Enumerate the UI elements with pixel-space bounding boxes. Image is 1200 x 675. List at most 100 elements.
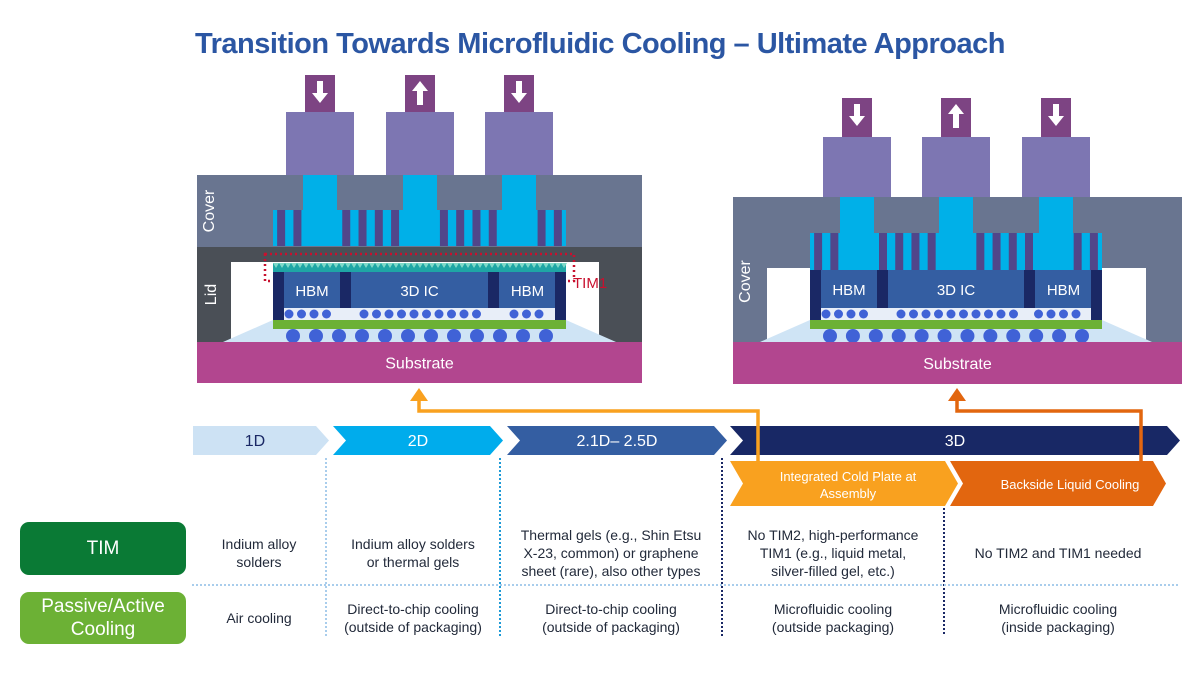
micro-bump xyxy=(896,309,906,319)
down-arrow-icon xyxy=(849,104,865,126)
substrate xyxy=(197,342,642,383)
up-arrowhead-icon xyxy=(410,388,428,401)
cell-line: (outside of packaging) xyxy=(542,618,680,635)
cell-line: Indium alloy solders xyxy=(351,535,475,552)
cell-line: Indium alloy xyxy=(221,535,297,552)
down-arrow-icon xyxy=(511,81,527,103)
cooling-fin xyxy=(1073,233,1082,270)
micro-bump xyxy=(434,309,444,319)
cooling-fin xyxy=(553,210,562,246)
cooling-fin xyxy=(895,233,904,270)
cell-line: No TIM2 and TIM1 needed xyxy=(974,544,1142,561)
cell-line: or thermal gels xyxy=(366,553,460,570)
micro-bump xyxy=(996,309,1006,319)
cell-line: Air cooling xyxy=(226,609,292,626)
cooling-fin xyxy=(1025,233,1033,270)
cooling-fin xyxy=(277,210,286,246)
micro-bump xyxy=(297,309,306,319)
c4-bump xyxy=(914,329,929,343)
table-cell: Direct-to-chip cooling(outside of packag… xyxy=(326,587,500,648)
cell-line: (outside packaging) xyxy=(771,618,895,635)
page-title: Transition Towards Microfluidic Cooling … xyxy=(195,28,1005,60)
lid-label: Lid xyxy=(203,284,220,305)
manifold-block xyxy=(485,112,553,175)
c4-bump xyxy=(539,329,553,343)
stage-3d-label: 3D xyxy=(945,433,965,450)
cell-line: X-23, common) or graphene xyxy=(523,544,699,561)
c4-bump xyxy=(470,329,484,343)
cell-line: No TIM2, high-performance xyxy=(747,526,919,543)
micro-bump xyxy=(946,309,956,319)
die-stack xyxy=(273,272,566,308)
microchannel-region xyxy=(810,233,1102,270)
c4-bump xyxy=(355,329,369,343)
down-arrow-icon xyxy=(312,81,328,103)
c4-bump xyxy=(447,329,461,343)
cold-plate-chevron xyxy=(730,461,958,506)
micro-bump-layer xyxy=(821,308,1091,320)
cell-line: Direct-to-chip cooling xyxy=(545,600,677,617)
cell-line: Microfluidic cooling xyxy=(998,600,1118,617)
coolant-channel xyxy=(1039,197,1073,233)
manifold-block xyxy=(1022,137,1090,197)
table-cell: Microfluidic cooling(outside packaging) xyxy=(722,587,944,648)
cooling-fin xyxy=(1089,233,1098,270)
micro-bump xyxy=(859,309,868,319)
micro-bump xyxy=(409,309,419,319)
c4-bump xyxy=(1075,329,1089,343)
c4-bump xyxy=(493,329,507,343)
cold-plate-label-line2: Assembly xyxy=(820,486,877,501)
cooling-fin xyxy=(342,210,351,246)
up-arrow-icon xyxy=(412,81,428,105)
cell-line: silver-filled gel, etc.) xyxy=(771,562,895,579)
cooling-fin xyxy=(537,210,546,246)
c4-bump xyxy=(516,329,530,343)
cover-label: Cover xyxy=(737,259,754,302)
die-separator xyxy=(810,270,821,320)
die-separator xyxy=(1024,270,1035,320)
row-label-line: Cooling xyxy=(70,619,136,640)
connector-arrows xyxy=(410,388,1143,461)
microchannel-region xyxy=(273,210,566,246)
c4-bump xyxy=(937,329,952,343)
cold-plate-label-line1: Integrated Cold Plate at xyxy=(780,469,917,484)
manifold-block xyxy=(286,112,354,175)
interposer xyxy=(273,320,566,329)
cooling-fin xyxy=(879,233,887,270)
logic-die-3d-ic: 3D IC xyxy=(400,283,439,300)
micro-bump xyxy=(1059,309,1068,319)
cooling-fin xyxy=(1008,233,1017,270)
c4-bump xyxy=(1006,329,1021,343)
cooling-fin xyxy=(293,210,302,246)
logic-die-3d-ic: 3D IC xyxy=(937,282,976,299)
die-separator xyxy=(488,272,499,320)
cell-line: TIM1 (e.g., liquid metal, xyxy=(759,544,907,561)
cooling-fin xyxy=(927,233,936,270)
die-separator xyxy=(340,272,351,320)
cell-line: Direct-to-chip cooling xyxy=(347,600,479,617)
cell-line: sheet (rare), also other types xyxy=(521,562,701,579)
die-stack xyxy=(810,270,1102,308)
cooling-fin xyxy=(439,210,448,246)
interposer xyxy=(810,320,1102,329)
cooling-fin xyxy=(814,233,823,270)
coolant-channel xyxy=(303,175,337,210)
tim1-texture xyxy=(273,263,567,268)
c4-bump xyxy=(424,329,438,343)
stage-1d-label: 1D xyxy=(245,433,265,450)
micro-bump xyxy=(1034,309,1043,319)
cooling-fin xyxy=(391,210,400,246)
micro-bump xyxy=(384,309,394,319)
cooling-fin xyxy=(472,210,481,246)
micro-bump xyxy=(322,309,331,319)
hbm-die-left: HBM xyxy=(295,283,328,300)
manifold-block xyxy=(922,137,990,197)
die-separator xyxy=(555,272,566,320)
cooling-fin xyxy=(830,233,839,270)
c4-bump xyxy=(286,329,300,343)
coolant-channel xyxy=(840,197,874,233)
